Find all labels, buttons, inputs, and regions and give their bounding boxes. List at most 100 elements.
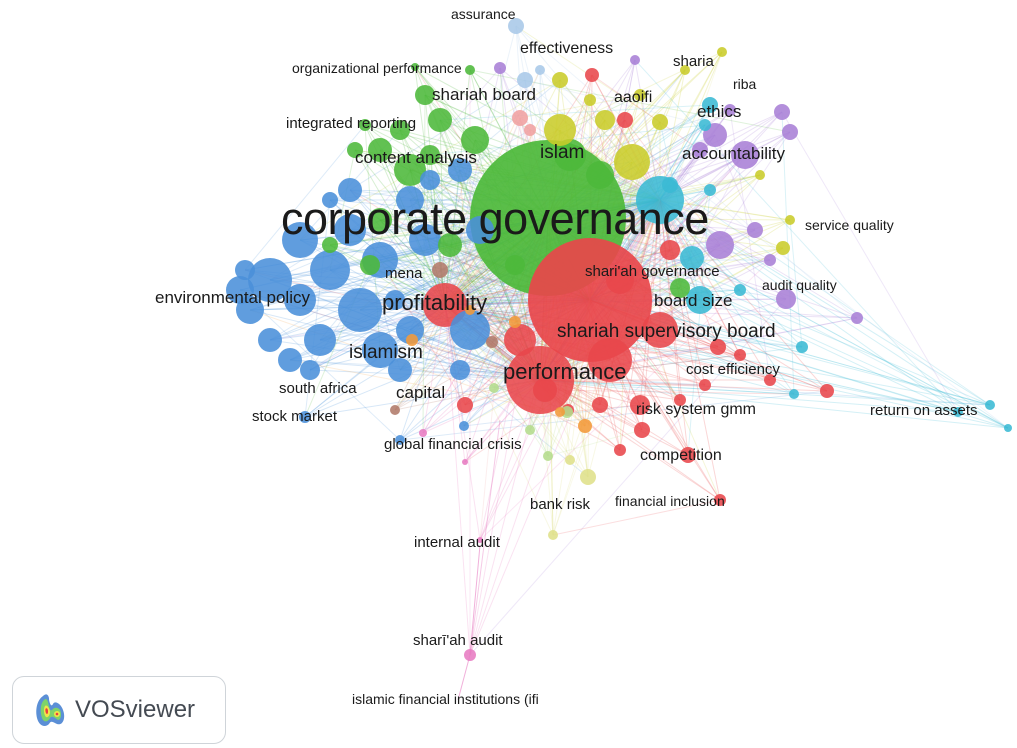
network-node[interactable]: [338, 178, 362, 202]
network-node[interactable]: [524, 124, 536, 136]
network-node[interactable]: [796, 341, 808, 353]
network-node[interactable]: [747, 222, 763, 238]
network-node[interactable]: [508, 18, 524, 34]
network-node[interactable]: [248, 258, 292, 302]
network-node[interactable]: [552, 72, 568, 88]
network-node[interactable]: [554, 139, 586, 171]
network-node[interactable]: [634, 422, 650, 438]
network-node[interactable]: [680, 65, 690, 75]
label-accountability[interactable]: accountability: [682, 144, 786, 163]
network-node[interactable]: [544, 114, 576, 146]
label-audit-quality[interactable]: audit quality: [762, 277, 837, 293]
network-node[interactable]: [338, 288, 382, 332]
label-stock-market[interactable]: stock market: [252, 408, 338, 425]
network-node[interactable]: [606, 266, 634, 294]
network-node[interactable]: [764, 254, 776, 266]
network-node[interactable]: [789, 389, 799, 399]
network-node[interactable]: [1004, 424, 1012, 432]
network-node[interactable]: [592, 397, 608, 413]
network-node[interactable]: [284, 284, 316, 316]
network-node[interactable]: [764, 374, 776, 386]
network-node[interactable]: [692, 142, 708, 158]
network-node[interactable]: [535, 65, 545, 75]
label-environmental-policy[interactable]: environmental policy: [155, 288, 310, 307]
network-node[interactable]: [278, 348, 302, 372]
label-shariah-supervisory-board[interactable]: shariah supervisory board: [557, 321, 776, 342]
label-shariah-audit[interactable]: sharī'ah audit: [413, 632, 503, 649]
network-node[interactable]: [724, 104, 736, 116]
network-node[interactable]: [411, 63, 419, 71]
network-node[interactable]: [396, 186, 424, 214]
label-financial-inclusion[interactable]: financial inclusion: [615, 493, 725, 509]
network-node[interactable]: [680, 447, 696, 463]
label-south-africa[interactable]: south africa: [279, 380, 357, 397]
network-node[interactable]: [512, 110, 528, 126]
label-effectiveness[interactable]: effectiveness: [520, 40, 614, 57]
network-node[interactable]: [652, 114, 668, 130]
network-node[interactable]: [465, 305, 475, 315]
network-node[interactable]: [578, 419, 592, 433]
network-node[interactable]: [555, 407, 565, 417]
network-node[interactable]: [459, 421, 469, 431]
network-node[interactable]: [486, 336, 498, 348]
network-node[interactable]: [505, 255, 525, 275]
label-return-on-assets[interactable]: return on assets: [870, 402, 978, 419]
network-node[interactable]: [699, 379, 711, 391]
network-node[interactable]: [448, 158, 472, 182]
network-node[interactable]: [394, 154, 426, 186]
label-competition[interactable]: competition: [640, 447, 722, 464]
network-node[interactable]: [226, 276, 254, 304]
network-node[interactable]: [504, 324, 536, 356]
network-node[interactable]: [465, 65, 475, 75]
network-node[interactable]: [731, 141, 759, 169]
network-node[interactable]: [595, 110, 615, 130]
label-content-analysis[interactable]: content analysis: [355, 148, 477, 167]
network-node[interactable]: [461, 126, 489, 154]
network-node[interactable]: [462, 459, 468, 465]
network-node[interactable]: [704, 184, 716, 196]
network-node[interactable]: [586, 161, 614, 189]
label-global-financial-crisis[interactable]: global financial crisis: [384, 436, 522, 453]
network-node[interactable]: [368, 138, 392, 162]
label-performance[interactable]: performance: [503, 359, 627, 384]
network-node[interactable]: [565, 455, 575, 465]
network-node[interactable]: [702, 97, 718, 113]
network-node[interactable]: [428, 108, 452, 132]
network-node[interactable]: [714, 494, 726, 506]
network-node[interactable]: [310, 250, 350, 290]
network-node[interactable]: [304, 324, 336, 356]
network-node[interactable]: [282, 222, 318, 258]
network-node[interactable]: [450, 310, 490, 350]
network-node[interactable]: [776, 289, 796, 309]
network-node[interactable]: [438, 233, 462, 257]
label-mena[interactable]: mena: [385, 265, 423, 282]
label-risk-system-gmm[interactable]: risk system gmm: [636, 401, 756, 418]
label-riba[interactable]: riba: [733, 76, 757, 92]
network-node[interactable]: [680, 246, 704, 270]
network-node[interactable]: [580, 469, 596, 485]
network-node[interactable]: [390, 405, 400, 415]
network-node[interactable]: [450, 360, 470, 380]
network-node[interactable]: [395, 435, 405, 445]
label-ethics[interactable]: ethics: [697, 102, 742, 121]
network-node[interactable]: [585, 68, 599, 82]
network-node[interactable]: [419, 429, 427, 437]
network-node[interactable]: [494, 62, 506, 74]
label-profitability[interactable]: profitability: [382, 290, 488, 315]
label-organizational-performance[interactable]: organizational performance: [292, 60, 462, 76]
network-node[interactable]: [334, 214, 366, 246]
label-service-quality[interactable]: service quality: [805, 217, 894, 233]
network-node[interactable]: [235, 260, 255, 280]
network-node[interactable]: [614, 144, 650, 180]
label-integrated-reporting[interactable]: integrated reporting: [286, 115, 417, 132]
label-islam[interactable]: islam: [540, 142, 585, 163]
network-node[interactable]: [630, 55, 640, 65]
network-node[interactable]: [406, 334, 418, 346]
network-node[interactable]: [300, 360, 320, 380]
label-islamic-financial-institutions[interactable]: islamic financial institutions (ifi: [352, 691, 539, 707]
network-node[interactable]: [548, 530, 558, 540]
network-node[interactable]: [820, 384, 834, 398]
network-node[interactable]: [660, 240, 680, 260]
network-node[interactable]: [258, 328, 282, 352]
label-internal-audit[interactable]: internal audit: [414, 534, 500, 551]
